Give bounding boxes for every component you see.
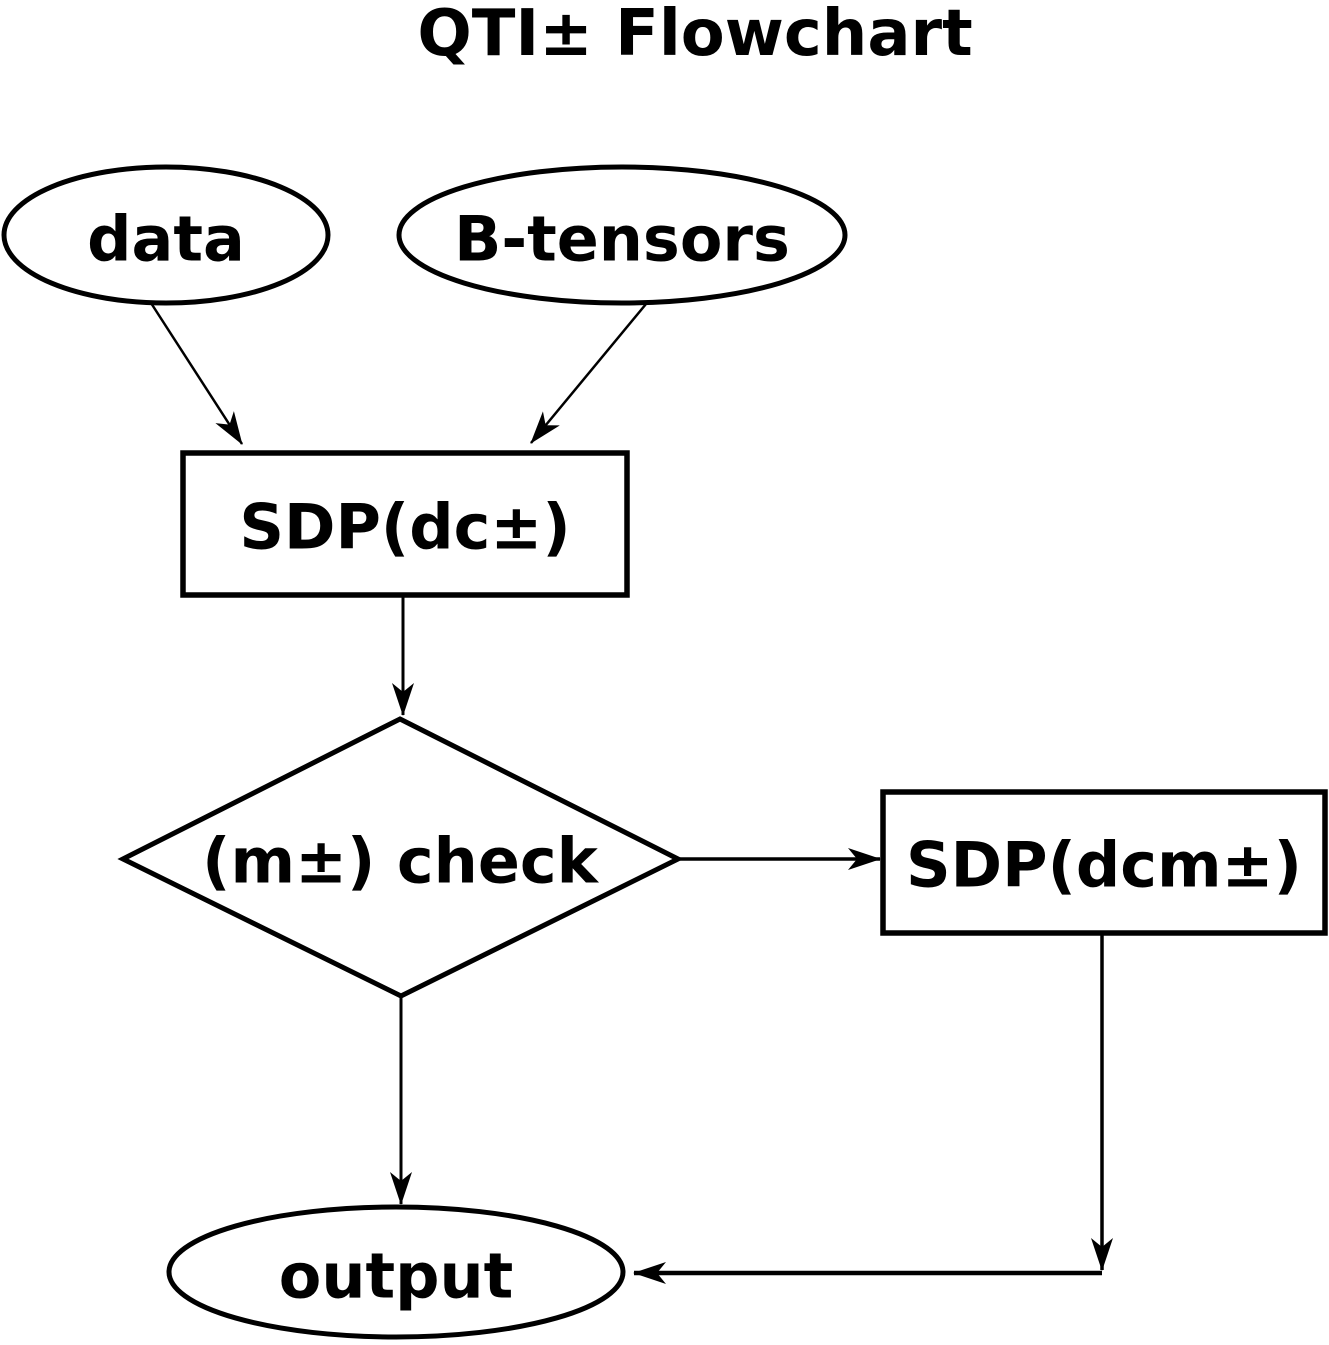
node-sdp-dc-shape [180,450,630,598]
node-m-check-label: (m±) check [202,825,600,898]
edge-b-tensors-to-sdp-dc [530,303,647,444]
node-sdp-dcm-label: SDP(dcm±) [906,829,1302,902]
node-b-tensors-label: B-tensors [454,203,790,276]
node-sdp-dc-label: SDP(dc±) [239,491,570,564]
diagram-title: QTI± Flowchart [417,0,972,71]
node-b-tensors-shape [396,164,848,306]
node-output-label: output [279,1240,514,1313]
node-m-check-shape [117,716,684,999]
node-sdp-dcm-shape [880,789,1328,936]
node-data-shape [1,164,331,306]
edge-data-to-sdp-dc [149,302,244,445]
node-output-shape [166,1204,626,1340]
node-data-label: data [87,203,245,276]
